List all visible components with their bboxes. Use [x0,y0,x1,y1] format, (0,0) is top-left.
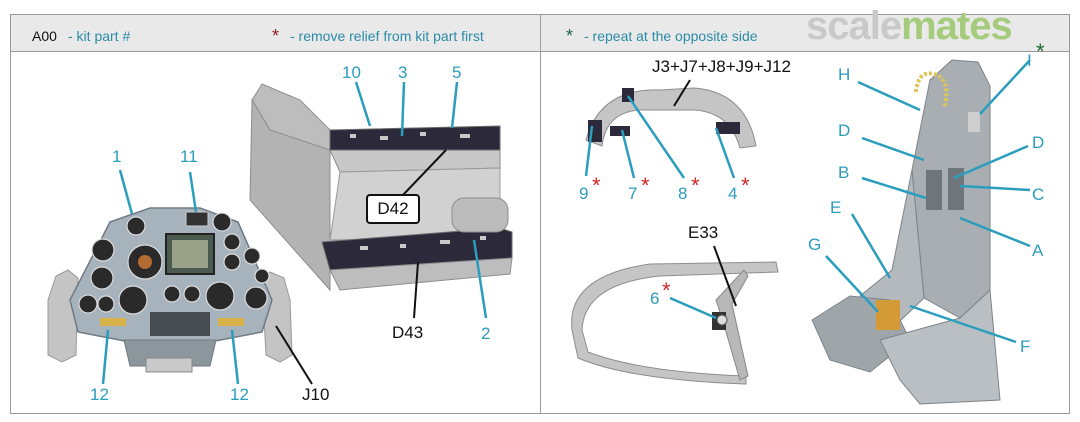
right-black-leaders [673,79,737,307]
canopy-bow-drawing [585,87,757,149]
remove-relief-note: - remove relief from kit part first [290,28,484,44]
label-g: G [808,235,822,254]
repeat-note: - repeat at the opposite side [584,28,758,44]
label-a: A [1032,241,1044,260]
red-star-8: * [691,173,700,198]
label-10: 10 [342,63,361,82]
label-2: 2 [481,324,491,343]
red-star-legend: * [272,26,280,46]
label-3: 3 [398,63,408,82]
side-console-drawing [249,83,513,292]
label-j10: J10 [302,385,330,404]
green-star-legend: * [566,26,574,46]
label-5: 5 [452,63,462,82]
label-d42: D42 [366,194,420,224]
left-leader-lines [101,81,488,385]
label-i: I [1027,51,1032,70]
label-7: 7 [628,184,638,203]
label-12-right: 12 [230,385,249,404]
label-b: B [838,163,850,182]
label-8: 8 [678,184,688,203]
label-12-left: 12 [90,385,109,404]
label-d-left: D [838,121,851,140]
label-d43: D43 [392,323,424,342]
red-star-7: * [641,173,650,198]
right-leader-lines [584,59,1031,344]
red-star-9: * [592,173,601,198]
part-code-note: - kit part # [68,28,131,44]
canopy-frame-drawing [571,261,779,385]
label-j3-group: J3+J7+J8+J9+J12 [652,57,791,76]
label-e33: E33 [688,223,719,242]
label-h: H [838,65,851,84]
label-6: 6 [650,289,660,308]
scalemates-logo: scalemates [806,4,1013,48]
label-4: 4 [728,184,738,203]
green-star-i: * [1036,39,1045,64]
ejection-seat-drawing [811,59,1001,405]
part-code-legend: A00 [32,28,57,44]
panel-divider [540,15,541,413]
instrument-panel-drawing [47,207,293,373]
left-black-leaders [275,149,447,385]
red-star-4: * [741,173,750,198]
label-d-right: D [1032,133,1045,152]
label-c: C [1032,185,1045,204]
label-9: 9 [579,184,589,203]
label-e: E [830,198,842,217]
label-f: F [1020,337,1031,356]
label-1: 1 [112,147,122,166]
label-11: 11 [180,147,198,166]
red-star-6: * [662,278,671,303]
